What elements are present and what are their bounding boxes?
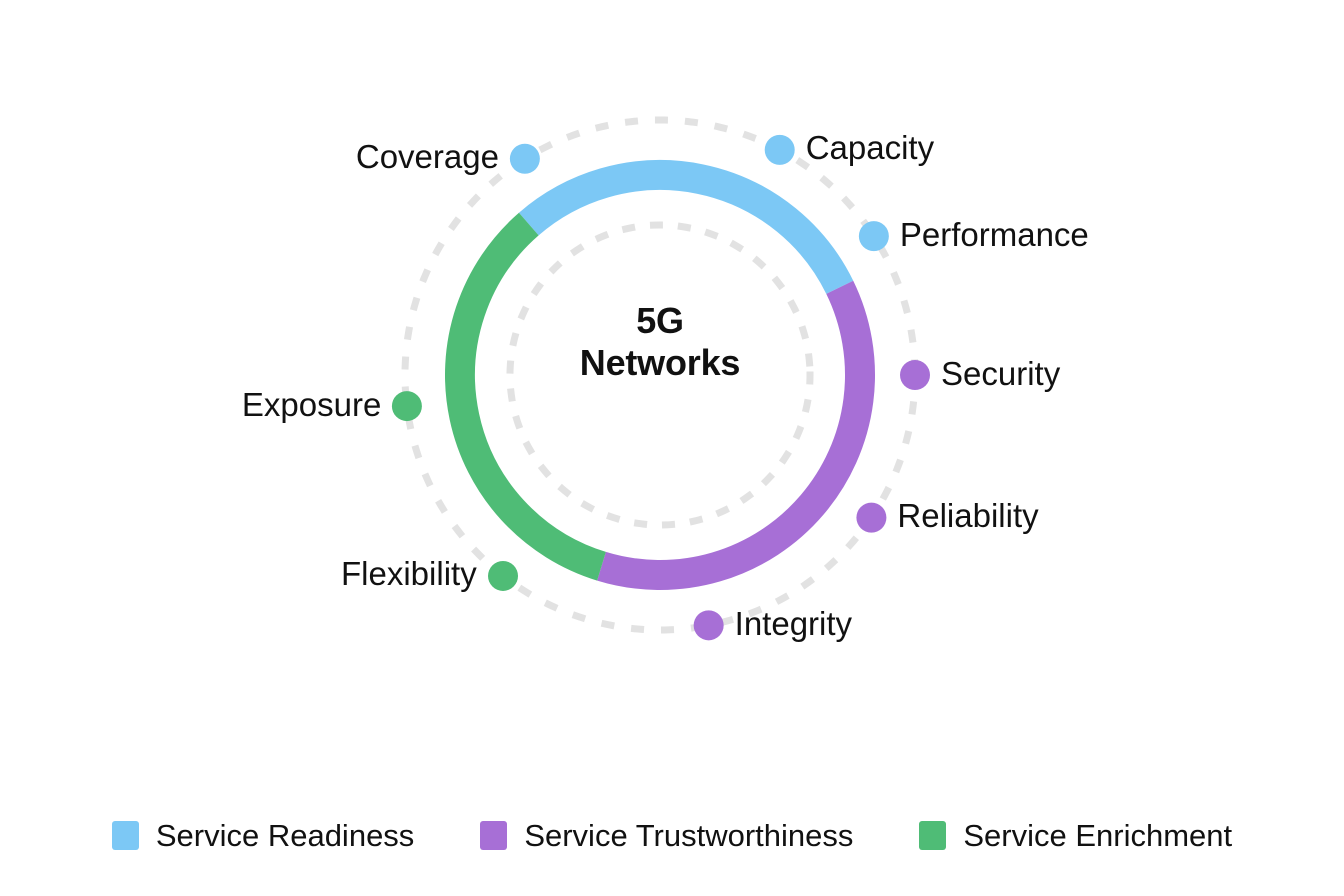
donut-arc-group: [445, 160, 875, 590]
legend-label: Service Readiness: [155, 818, 415, 853]
node-label-reliability[interactable]: Reliability: [897, 497, 1039, 535]
legend-swatch-icon: [919, 821, 947, 850]
legend-label: Service Trustworthiness: [524, 818, 854, 853]
node-marker-dot[interactable]: [391, 391, 422, 422]
center-title: 5G Networks: [510, 300, 810, 385]
legend: Service Readiness Service Trustworthiness…: [0, 820, 1344, 851]
donut-segment[interactable]: [597, 280, 875, 590]
inner-dotted-ring: [506, 221, 814, 529]
legend-item[interactable]: Service Enrichment: [919, 820, 1232, 851]
legend-swatch-icon: [111, 821, 139, 850]
node-label-flexibility[interactable]: Flexibility: [341, 555, 477, 593]
node-marker-dot[interactable]: [509, 143, 540, 174]
center-title-line1: 5G: [636, 300, 684, 341]
node-marker-dot[interactable]: [858, 221, 889, 252]
node-label-capacity[interactable]: Capacity: [805, 129, 935, 167]
legend-swatch-icon: [480, 821, 508, 850]
node-label-integrity[interactable]: Integrity: [734, 604, 853, 642]
node-marker-dot[interactable]: [900, 360, 930, 390]
legend-item[interactable]: Service Trustworthiness: [480, 820, 853, 851]
node-marker-dot[interactable]: [764, 134, 795, 165]
node-label-performance[interactable]: Performance: [899, 215, 1089, 253]
donut-segment[interactable]: [518, 160, 854, 294]
donut-segment[interactable]: [445, 212, 606, 581]
legend-item[interactable]: Service Readiness: [111, 818, 415, 853]
node-marker-dot[interactable]: [856, 502, 887, 533]
node-marker-dot[interactable]: [488, 560, 519, 591]
legend-label: Service Enrichment: [963, 818, 1233, 853]
center-title-line2: Networks: [579, 342, 741, 384]
node-label-exposure[interactable]: Exposure: [241, 385, 382, 423]
node-label-security[interactable]: Security: [941, 354, 1061, 392]
node-marker-group: [391, 134, 930, 641]
node-label-coverage[interactable]: Coverage: [355, 138, 499, 176]
node-marker-dot[interactable]: [693, 610, 724, 641]
